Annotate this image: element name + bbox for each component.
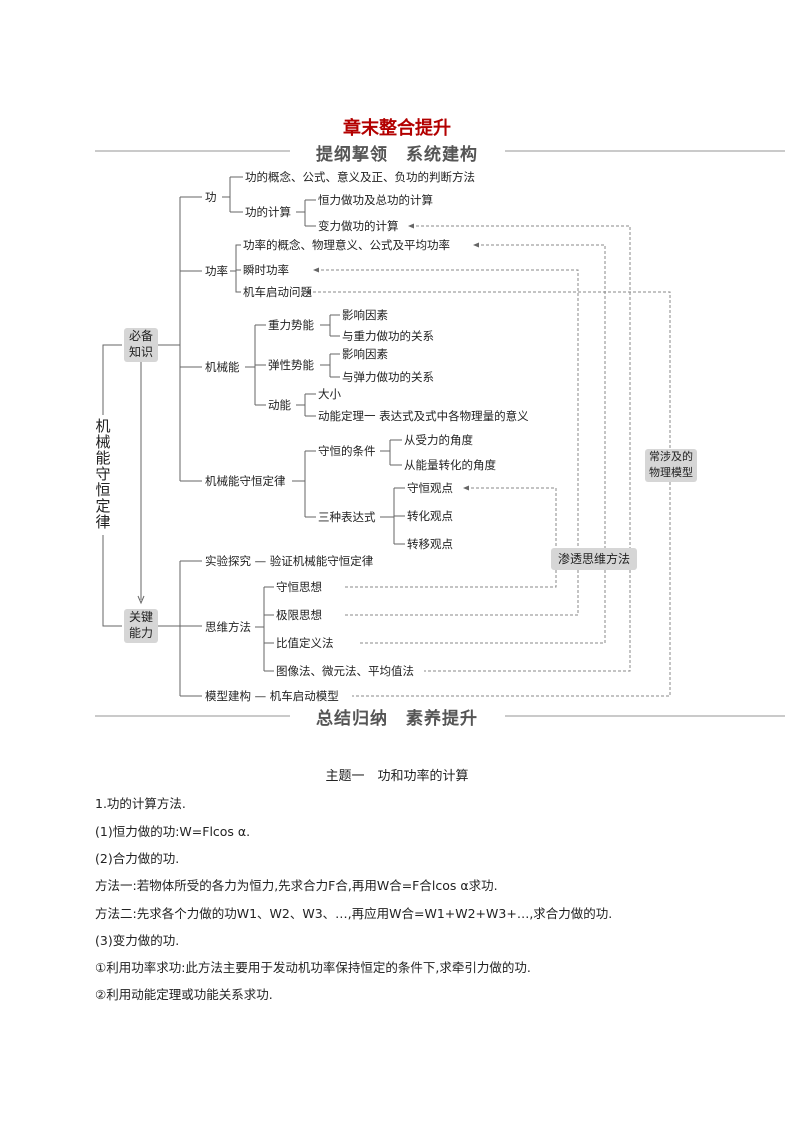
node-think-b: 极限思想: [276, 608, 322, 622]
methods-box: 渗透思维方法: [551, 548, 637, 570]
body-line: (2)合力做的功.: [95, 851, 180, 866]
banner-bottom: 总结归纳 素养提升: [316, 709, 478, 729]
node-cons-cond: 守恒的条件: [318, 444, 376, 458]
body-line: 1.功的计算方法.: [95, 796, 186, 811]
node-think-d: 图像法、微元法、平均值法: [276, 664, 414, 678]
section-heading: 主题一 功和功率的计算: [325, 769, 469, 784]
node-mech: 机械能: [205, 360, 240, 374]
node-grav-b: 与重力做功的关系: [342, 329, 434, 343]
body-line: ②利用动能定理或功能关系求功.: [95, 987, 273, 1002]
node-think-c: 比值定义法: [276, 636, 334, 650]
group-ability: 关键能力: [124, 609, 158, 643]
node-exp: 实验探究 — 验证机械能守恒定律: [205, 554, 374, 568]
node-work: 功: [205, 190, 217, 204]
banner-top: 提纲挈领 系统建构: [316, 145, 478, 165]
node-expr-c: 转移观点: [407, 537, 453, 551]
node-kin: 动能: [268, 398, 291, 412]
node-think: 思维方法: [205, 620, 251, 634]
node-cond-a: 从受力的角度: [404, 433, 473, 447]
node-power-inst: 瞬时功率: [243, 263, 289, 277]
node-work-calc: 功的计算: [245, 205, 291, 219]
body-line: 方法二:先求各个力做的功W1、W2、W3、…,再应用W合=W1+W2+W3+…,…: [95, 906, 613, 921]
group-knowledge: 必备知识: [124, 328, 158, 362]
node-grav-a: 影响因素: [342, 308, 388, 322]
node-grav: 重力势能: [268, 318, 314, 332]
node-power-engine: 机车启动问题: [243, 285, 312, 299]
body-line: ①利用功率求功:此方法主要用于发动机功率保持恒定的条件下,求牵引力做的功.: [95, 960, 531, 975]
root-label: 机械能守恒定律: [95, 417, 111, 531]
node-kin-a: 大小: [318, 387, 341, 401]
body-line: (1)恒力做的功:W=Flcos α.: [95, 824, 251, 839]
node-think-a: 守恒思想: [276, 580, 322, 594]
body-line: (3)变力做的功.: [95, 933, 180, 948]
models-box: 常涉及的物理模型: [645, 449, 697, 482]
node-power: 功率: [205, 264, 228, 278]
node-cons-expr: 三种表达式: [318, 510, 376, 524]
node-expr-a: 守恒观点: [407, 481, 453, 495]
chapter-title: 章末整合提升: [343, 118, 451, 139]
node-kin-b: 动能定理一 表达式及式中各物理量的意义: [318, 409, 529, 423]
node-work-var: 变力做功的计算: [318, 219, 399, 233]
node-expr-b: 转化观点: [407, 509, 453, 523]
node-model: 模型建构 — 机车启动模型: [205, 689, 339, 703]
node-work-const: 恒力做功及总功的计算: [318, 193, 433, 207]
node-elas-b: 与弹力做功的关系: [342, 370, 434, 384]
node-elas-a: 影响因素: [342, 347, 388, 361]
node-cond-b: 从能量转化的角度: [404, 458, 496, 472]
node-power-concept: 功率的概念、物理意义、公式及平均功率: [243, 238, 450, 252]
node-elas: 弹性势能: [268, 358, 314, 372]
body-line: 方法一:若物体所受的各力为恒力,先求合力F合,再用W合=F合lcos α求功.: [95, 878, 498, 893]
node-cons: 机械能守恒定律: [205, 474, 286, 488]
node-work-concept: 功的概念、公式、意义及正、负功的判断方法: [245, 170, 475, 184]
